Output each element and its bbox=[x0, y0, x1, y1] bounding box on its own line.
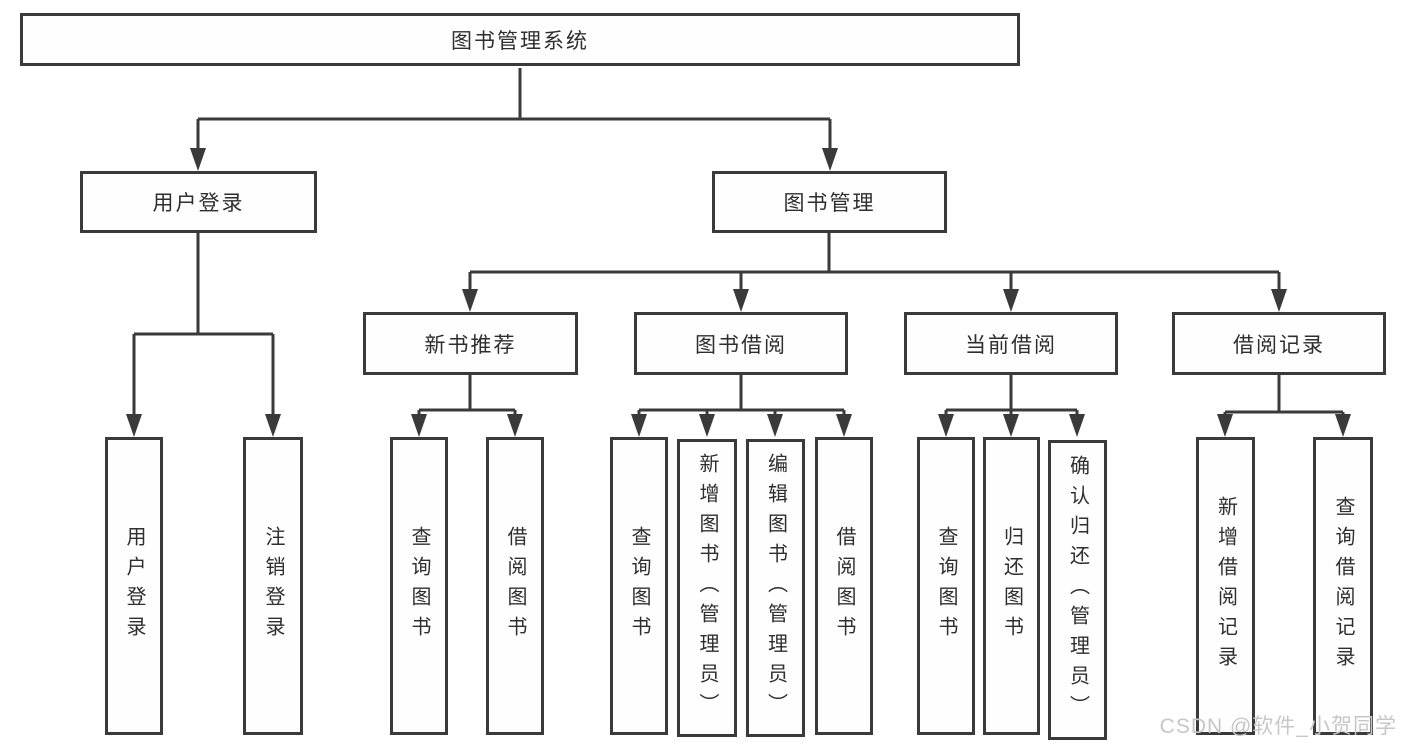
leaf-current-query-books: 查询图书 bbox=[917, 437, 975, 735]
leaf-current-confirm-return-admin-label: 确认归还（管理员） bbox=[1066, 455, 1089, 725]
leaf-newbooks-borrow-books: 借阅图书 bbox=[486, 437, 544, 735]
leaf-borrow-add-books-admin-label: 新增图书（管理员） bbox=[696, 453, 718, 723]
leaf-current-confirm-return-admin: 确认归还（管理员） bbox=[1048, 440, 1107, 740]
leaf-newbooks-borrow-books-label: 借阅图书 bbox=[504, 526, 526, 646]
leaf-current-return-books: 归还图书 bbox=[983, 437, 1040, 735]
node-book-borrowing: 图书借阅 bbox=[634, 312, 848, 375]
node-book-management-label: 图书管理 bbox=[783, 192, 876, 215]
leaf-records-add-record-label: 新增借阅记录 bbox=[1214, 496, 1237, 676]
node-borrowing-records: 借阅记录 bbox=[1172, 312, 1386, 375]
leaf-borrow-query-books: 查询图书 bbox=[610, 437, 668, 735]
node-book-borrowing-label: 图书借阅 bbox=[695, 333, 787, 357]
leaf-borrow-borrow-books: 借阅图书 bbox=[815, 437, 873, 735]
node-borrowing-records-label: 借阅记录 bbox=[1233, 333, 1325, 357]
leaf-borrow-add-books-admin: 新增图书（管理员） bbox=[677, 439, 737, 737]
leaf-borrow-edit-books-admin: 编辑图书（管理员） bbox=[746, 439, 805, 737]
leaf-logout: 注销登录 bbox=[243, 437, 303, 735]
connector-book-borrow-to-leaves bbox=[631, 375, 852, 437]
leaf-records-query-record-label: 查询借阅记录 bbox=[1332, 496, 1354, 676]
leaf-borrow-query-books-label: 查询图书 bbox=[628, 526, 650, 646]
leaf-user-login: 用户登录 bbox=[105, 437, 163, 735]
node-new-book-recommend: 新书推荐 bbox=[363, 312, 578, 375]
watermark: CSDN @软件_小贺同学 bbox=[1159, 715, 1397, 738]
leaf-logout-label: 注销登录 bbox=[262, 526, 284, 646]
leaf-records-query-record: 查询借阅记录 bbox=[1313, 437, 1373, 735]
connector-current-borrow-to-leaves bbox=[938, 375, 1085, 437]
connector-root-to-level2 bbox=[190, 68, 838, 171]
node-current-borrowing: 当前借阅 bbox=[904, 312, 1118, 375]
connector-records-to-leaves bbox=[1217, 375, 1351, 437]
leaf-newbooks-query-books: 查询图书 bbox=[390, 437, 448, 735]
node-user-login-label: 用户登录 bbox=[152, 192, 245, 215]
leaf-borrow-borrow-books-label: 借阅图书 bbox=[833, 526, 855, 646]
leaf-user-login-label: 用户登录 bbox=[123, 526, 145, 646]
node-current-borrowing-label: 当前借阅 bbox=[965, 333, 1057, 357]
leaf-records-add-record: 新增借阅记录 bbox=[1196, 437, 1255, 735]
node-book-management: 图书管理 bbox=[712, 171, 947, 233]
connector-user-login-to-leaves bbox=[126, 233, 281, 437]
leaf-current-query-books-label: 查询图书 bbox=[935, 526, 957, 646]
node-user-login: 用户登录 bbox=[80, 171, 317, 233]
node-new-book-recommend-label: 新书推荐 bbox=[424, 333, 517, 357]
leaf-borrow-edit-books-admin-label: 编辑图书（管理员） bbox=[764, 453, 787, 723]
node-library-system: 图书管理系统 bbox=[20, 13, 1020, 66]
node-library-system-label: 图书管理系统 bbox=[451, 29, 589, 53]
connector-new-books-to-leaves bbox=[411, 375, 523, 437]
leaf-current-return-books-label: 归还图书 bbox=[1000, 526, 1023, 646]
connector-book-management-to-level3 bbox=[462, 233, 1287, 312]
leaf-newbooks-query-books-label: 查询图书 bbox=[408, 526, 430, 646]
